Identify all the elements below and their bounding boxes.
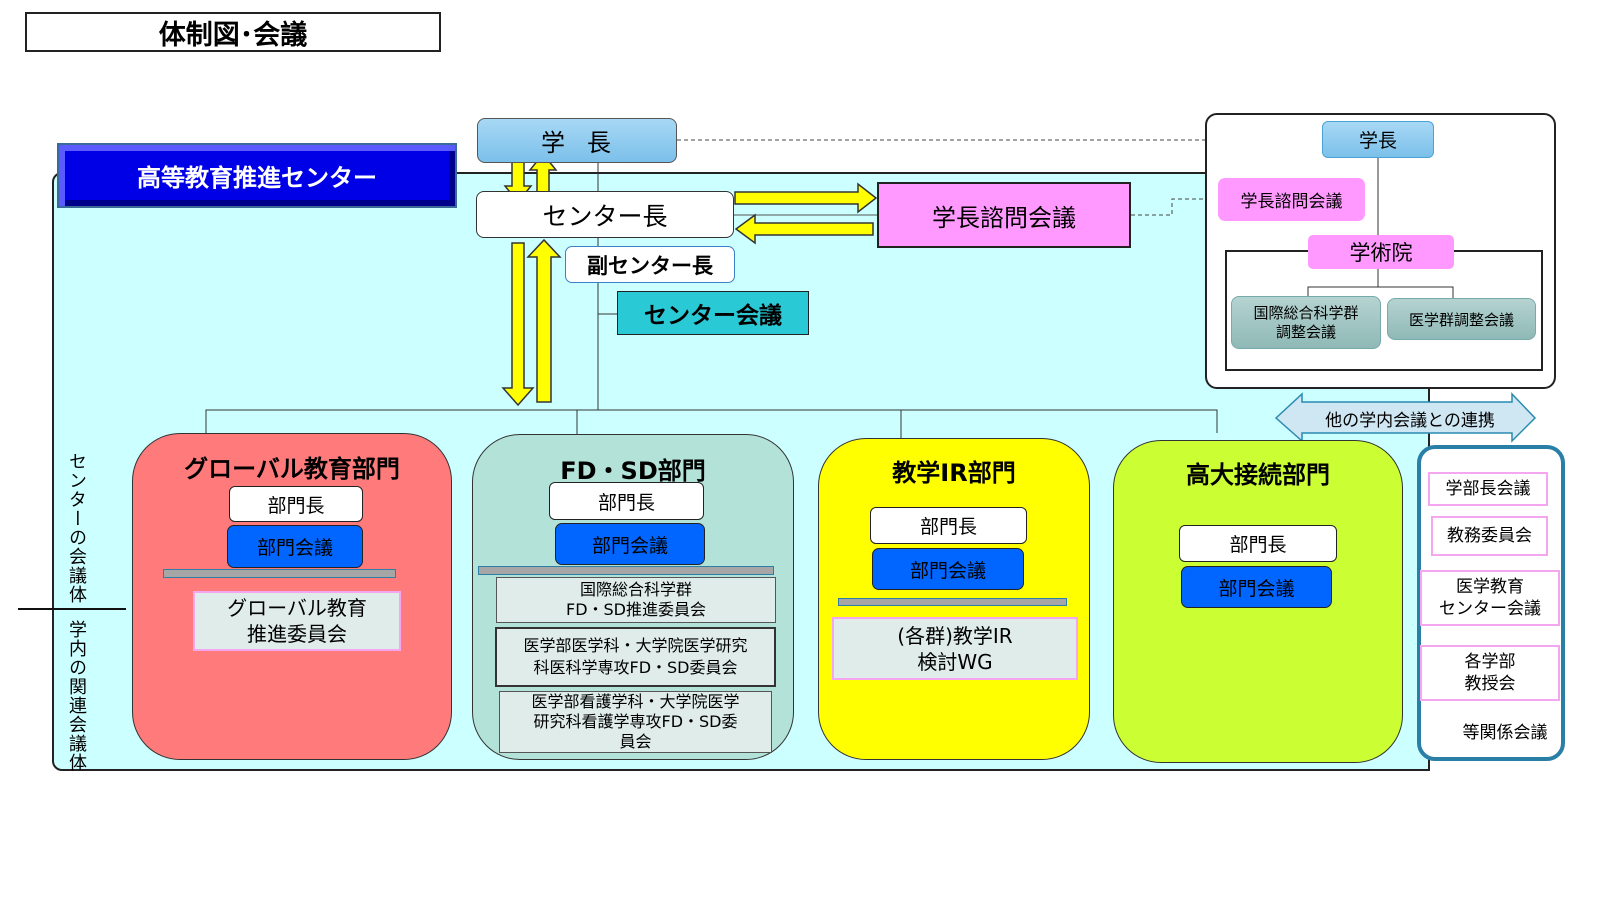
side-label-center-bodies: センターの会議体 [66,452,87,604]
academy-node[interactable]: 学術院 [1308,235,1454,269]
side-label-related-bodies: 学内の関連会議体 [66,620,87,772]
committee-box[interactable]: (各群)教学IR 検討WG [832,617,1078,680]
committee-box[interactable]: 国際総合科学群 FD・SD推進委員会 [496,577,776,623]
committee-line: 医学部医学科・大学院医学研究 [523,636,748,655]
committee-line: 医学部看護学科・大学院医学 [531,692,740,711]
center-head-node[interactable]: センター長 [476,191,734,238]
committee-box[interactable]: 医学部看護学科・大学院医学 研究科看護学専攻FD・SD委 員会 [499,691,772,753]
arrow-up-long-icon [526,238,562,403]
related-meeting-item: 等関係会議 [1462,722,1548,743]
council-med-node[interactable]: 医学群調整会議 [1387,298,1536,340]
univ-president-node[interactable]: 学長 [1322,121,1434,158]
department-title: 高大接続部門 [1186,460,1330,489]
council-line: 調整会議 [1275,322,1336,341]
department-divider-bar [838,598,1067,606]
department-head[interactable]: 部門長 [549,482,704,520]
department-meeting[interactable]: 部門会議 [872,548,1024,590]
council-line: 国際総合科学群 [1253,303,1359,322]
department-meeting[interactable]: 部門会議 [1181,566,1332,608]
department-meeting[interactable]: 部門会議 [227,525,363,568]
arrow-left-icon [734,213,874,245]
committee-line: 研究科看護学専攻FD・SD委 [533,712,738,731]
double-arrow-icon [1274,392,1537,443]
committee-line: 科医科学専攻FD・SD委員会 [533,658,738,677]
committee-box[interactable]: 医学部医学科・大学院医学研究 科医科学専攻FD・SD委員会 [495,627,776,687]
department-title: FD・SD部門 [560,456,706,485]
department-divider-bar [163,569,396,578]
related-meeting-item[interactable]: 医学教育 センター会議 [1420,570,1560,626]
related-meeting-line: 各学部 [1464,652,1516,672]
related-meeting-line: 医学教育 [1456,577,1524,597]
committee-line: 国際総合科学群 [579,580,692,599]
related-meeting-line: センター会議 [1439,599,1541,619]
advisory-council-node[interactable]: 学長諮問会議 [877,182,1131,248]
related-meeting-line: 教授会 [1464,674,1516,694]
department-head[interactable]: 部門長 [229,486,363,522]
collaboration-label: 他の学内会議との連携 [1325,410,1495,431]
department-meeting[interactable]: 部門会議 [555,523,705,565]
committee-line: グローバル教育 [227,596,367,620]
committee-line: (各群)教学IR [897,623,1013,648]
department-divider-bar [478,566,774,575]
vice-head-node[interactable]: 副センター長 [565,246,735,283]
committee-line: FD・SD推進委員会 [565,600,706,619]
department-title: グローバル教育部門 [184,454,400,483]
dept-bracket-line [205,409,1218,433]
department-head[interactable]: 部門長 [1179,525,1337,562]
committee-line: 員会 [619,732,652,751]
committee-box[interactable]: グローバル教育 推進委員会 [193,591,401,651]
related-meeting-item[interactable]: 学部長会議 [1428,472,1548,506]
council-intl-node[interactable]: 国際総合科学群 調整会議 [1231,296,1381,349]
committee-line: 推進委員会 [247,622,347,646]
arrow-down-long-icon [501,242,535,407]
arrow-right-icon [734,182,878,214]
univ-advisory-node[interactable]: 学長諮問会議 [1218,178,1365,221]
advisory-dashed-link [1131,198,1218,216]
committee-line: 検討WG [917,649,993,674]
department-head[interactable]: 部門長 [870,507,1027,544]
related-meeting-item[interactable]: 教務委員会 [1431,516,1548,556]
president-node[interactable]: 学長 [477,118,677,163]
center-meeting-node[interactable]: センター会議 [617,291,809,335]
related-meeting-item[interactable]: 各学部 教授会 [1420,645,1560,701]
side-label-divider [18,608,126,610]
department-title: 教学IR部門 [892,458,1016,487]
page-title: 体制図･会議 [25,12,441,52]
center-banner: 高等教育推進センター [57,143,457,208]
